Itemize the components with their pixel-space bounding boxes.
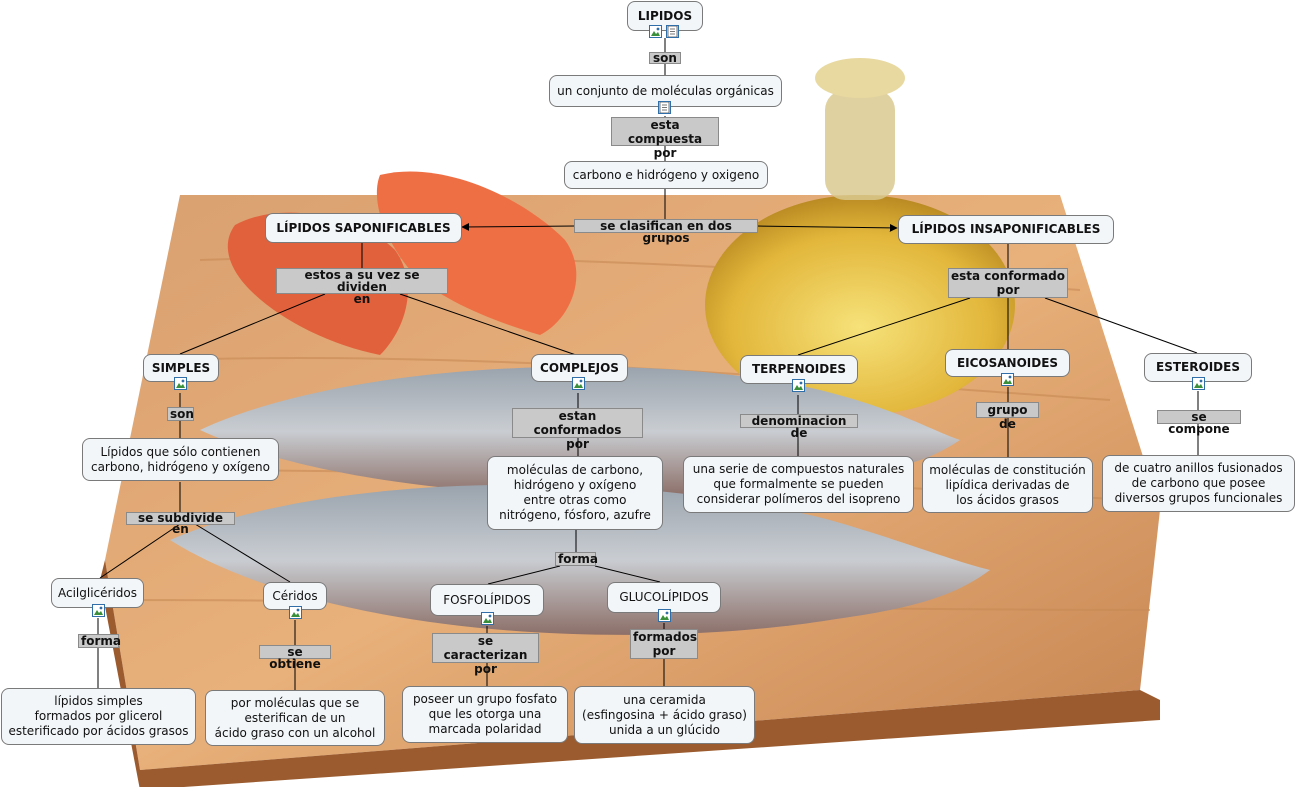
image-icon[interactable] bbox=[1192, 377, 1205, 390]
image-icon[interactable] bbox=[174, 377, 187, 390]
link-denominacion[interactable]: denominacion de bbox=[740, 414, 858, 439]
image-icon[interactable] bbox=[1001, 373, 1014, 386]
node-eicosanoides-desc[interactable]: moléculas de constitución lipídica deriv… bbox=[922, 457, 1093, 513]
node-insaponificables[interactable]: LÍPIDOS INSAPONIFICABLES bbox=[898, 215, 1114, 244]
image-icon[interactable] bbox=[481, 612, 494, 625]
image-icon[interactable] bbox=[572, 377, 585, 390]
document-icon[interactable] bbox=[666, 25, 679, 38]
node-ceridos-desc[interactable]: por moléculas que se esterifican de un á… bbox=[205, 690, 385, 746]
node-carbono[interactable]: carbono e hidrógeno y oxigeno bbox=[564, 161, 768, 189]
document-icon[interactable] bbox=[658, 101, 671, 114]
link-son[interactable]: son bbox=[649, 52, 681, 64]
salmon-2 bbox=[376, 171, 577, 335]
node-terpenoides-desc[interactable]: una serie de compuestos naturales que fo… bbox=[683, 456, 914, 513]
node-fosfolipidos[interactable]: FOSFOLÍPIDOS bbox=[430, 584, 544, 616]
node-esteroides-desc[interactable]: de cuatro anillos fusionados de carbono … bbox=[1102, 455, 1295, 512]
node-acilgliceridos[interactable]: Acilglicéridos bbox=[51, 578, 144, 608]
link-son2[interactable]: son bbox=[167, 407, 194, 421]
oil-jar-neck bbox=[825, 90, 895, 200]
link-formados[interactable]: formados por bbox=[630, 629, 698, 659]
link-grupo[interactable]: grupo de bbox=[976, 402, 1039, 431]
node-complejos-desc[interactable]: moléculas de carbono, hidrógeno y oxígen… bbox=[487, 456, 663, 530]
image-icon[interactable] bbox=[649, 25, 662, 38]
link-subdivide[interactable]: se subdivide en bbox=[126, 512, 235, 535]
link-clasifican[interactable]: se clasifican en dos grupos bbox=[574, 219, 758, 244]
link-obtiene[interactable]: se obtiene bbox=[259, 645, 331, 670]
node-saponificables[interactable]: LÍPIDOS SAPONIFICABLES bbox=[265, 213, 462, 243]
node-fosfo-desc[interactable]: poseer un grupo fosfato que les otorga u… bbox=[402, 686, 568, 743]
link-compuesta[interactable]: esta compuesta por bbox=[611, 117, 719, 160]
link-forma2[interactable]: forma bbox=[78, 634, 121, 648]
link-dividen[interactable]: estos a su vez se dividen en bbox=[276, 268, 448, 305]
link-conformados[interactable]: estan conformados por bbox=[512, 408, 643, 451]
link-compone[interactable]: se compone bbox=[1157, 410, 1241, 435]
link-caracterizan[interactable]: se caracterizan por bbox=[432, 633, 539, 676]
node-glucolipidos[interactable]: GLUCOLÍPIDOS bbox=[607, 582, 721, 613]
link-conformado[interactable]: esta conformado por bbox=[948, 268, 1068, 298]
image-icon[interactable] bbox=[289, 606, 302, 619]
image-icon[interactable] bbox=[92, 604, 105, 617]
node-lipidos[interactable]: LIPIDOS bbox=[627, 1, 703, 31]
node-gluco-desc[interactable]: una ceramida (esfingosina + ácido graso)… bbox=[574, 686, 755, 744]
image-icon[interactable] bbox=[792, 379, 805, 392]
oil-jar-top bbox=[815, 58, 905, 98]
image-icon[interactable] bbox=[658, 609, 671, 622]
node-eicosanoides[interactable]: EICOSANOIDES bbox=[945, 349, 1070, 377]
board-edge bbox=[100, 560, 1160, 787]
node-simples[interactable]: SIMPLES bbox=[143, 354, 219, 382]
node-simples-desc[interactable]: Lípidos que sólo contienen carbono, hidr… bbox=[82, 438, 279, 481]
link-forma[interactable]: forma bbox=[555, 552, 598, 566]
node-acil-desc[interactable]: lípidos simples formados por glicerol es… bbox=[1, 688, 196, 745]
